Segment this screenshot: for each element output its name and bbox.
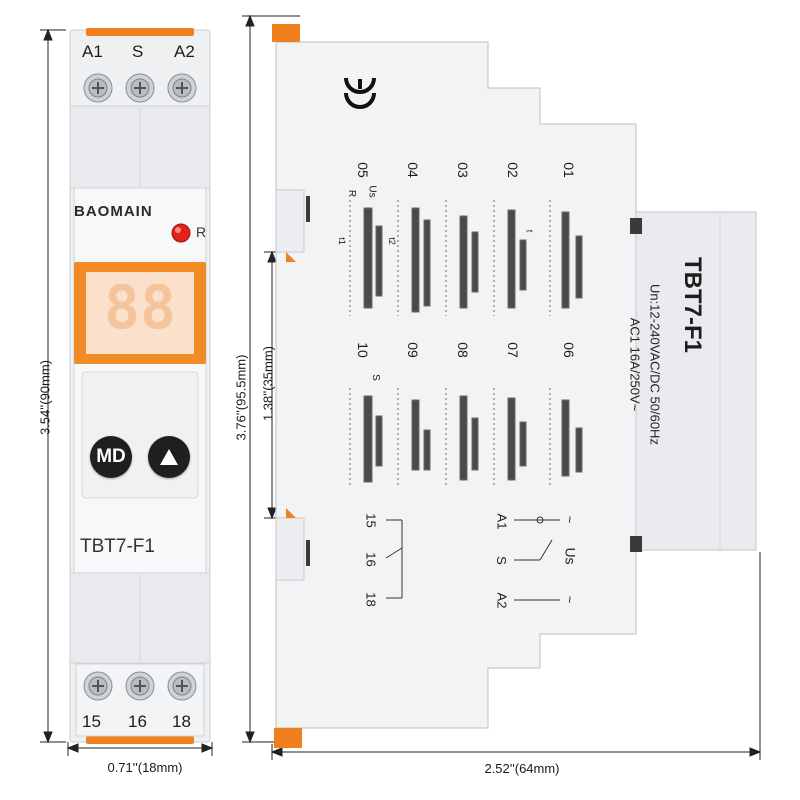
front-view: A1 S A2 BAOMAIN R 88 MD TBT7-F1 15 16 18 [68, 28, 212, 744]
terminal-label-16: 16 [128, 712, 147, 731]
timing-label-t1: t1 [336, 237, 347, 245]
timing-label-us: Us [366, 185, 378, 198]
wiring-label-us: Us [562, 547, 579, 565]
wiring-label-16: 16 [363, 552, 379, 567]
mode-label-04: 04 [404, 162, 421, 178]
wiring-label-s: S [493, 556, 509, 565]
mode-button-label: MD [96, 446, 126, 467]
screw-icon [125, 671, 155, 701]
led-display [74, 262, 206, 364]
wiring-label-a1: A1 [494, 513, 510, 530]
model-label: TBT7-F1 [80, 536, 155, 557]
screw-icon [167, 671, 197, 701]
mode-label-03: 03 [454, 162, 471, 178]
mode-label-02: 02 [504, 162, 521, 178]
wiring-tilde-top: ~ [562, 515, 578, 524]
terminal-label-a2: A2 [174, 42, 195, 61]
wiring-tilde-bottom: ~ [562, 595, 578, 604]
depth-side-label: 2.52''(64mm) [484, 761, 560, 776]
status-led [171, 223, 191, 243]
screw-icon [125, 73, 155, 103]
timing-label-s: S [369, 374, 381, 381]
mode-label-05: 05 [354, 162, 371, 178]
mode-label-08: 08 [454, 342, 471, 358]
led-label: R [196, 224, 207, 240]
display-digits: 88 [103, 273, 177, 343]
mode-label-01: 01 [560, 162, 577, 178]
front-housing [69, 28, 211, 744]
triangle-up-icon [160, 449, 178, 465]
screw-icon [83, 671, 113, 701]
timing-label-t: t [524, 229, 535, 233]
terminal-label-a1: A1 [82, 42, 103, 61]
terminal-label-s: S [132, 42, 144, 61]
mode-label-06: 06 [560, 342, 577, 358]
mode-label-10: 10 [354, 342, 371, 358]
screw-icon [167, 73, 197, 103]
timing-label-t2: t2 [386, 237, 397, 245]
bottom-terminal-screws [83, 671, 197, 701]
mode-button[interactable]: MD [90, 436, 132, 478]
ce-mark-icon [344, 77, 376, 109]
wiring-label-15: 15 [363, 513, 379, 528]
mode-label-07: 07 [504, 342, 521, 358]
brand-logo: BAOMAIN [74, 203, 153, 220]
screw-icon [83, 73, 113, 103]
wiring-label-a2: A2 [494, 592, 510, 609]
wiring-label-18: 18 [363, 592, 379, 607]
width-front-label: 0.71''(18mm) [107, 760, 183, 775]
terminal-label-15: 15 [82, 712, 101, 731]
terminal-label-18: 18 [172, 712, 191, 731]
up-button[interactable] [148, 436, 190, 478]
timing-label-r: R [346, 189, 358, 198]
mode-label-09: 09 [404, 342, 421, 358]
top-terminal-screws [83, 73, 197, 103]
